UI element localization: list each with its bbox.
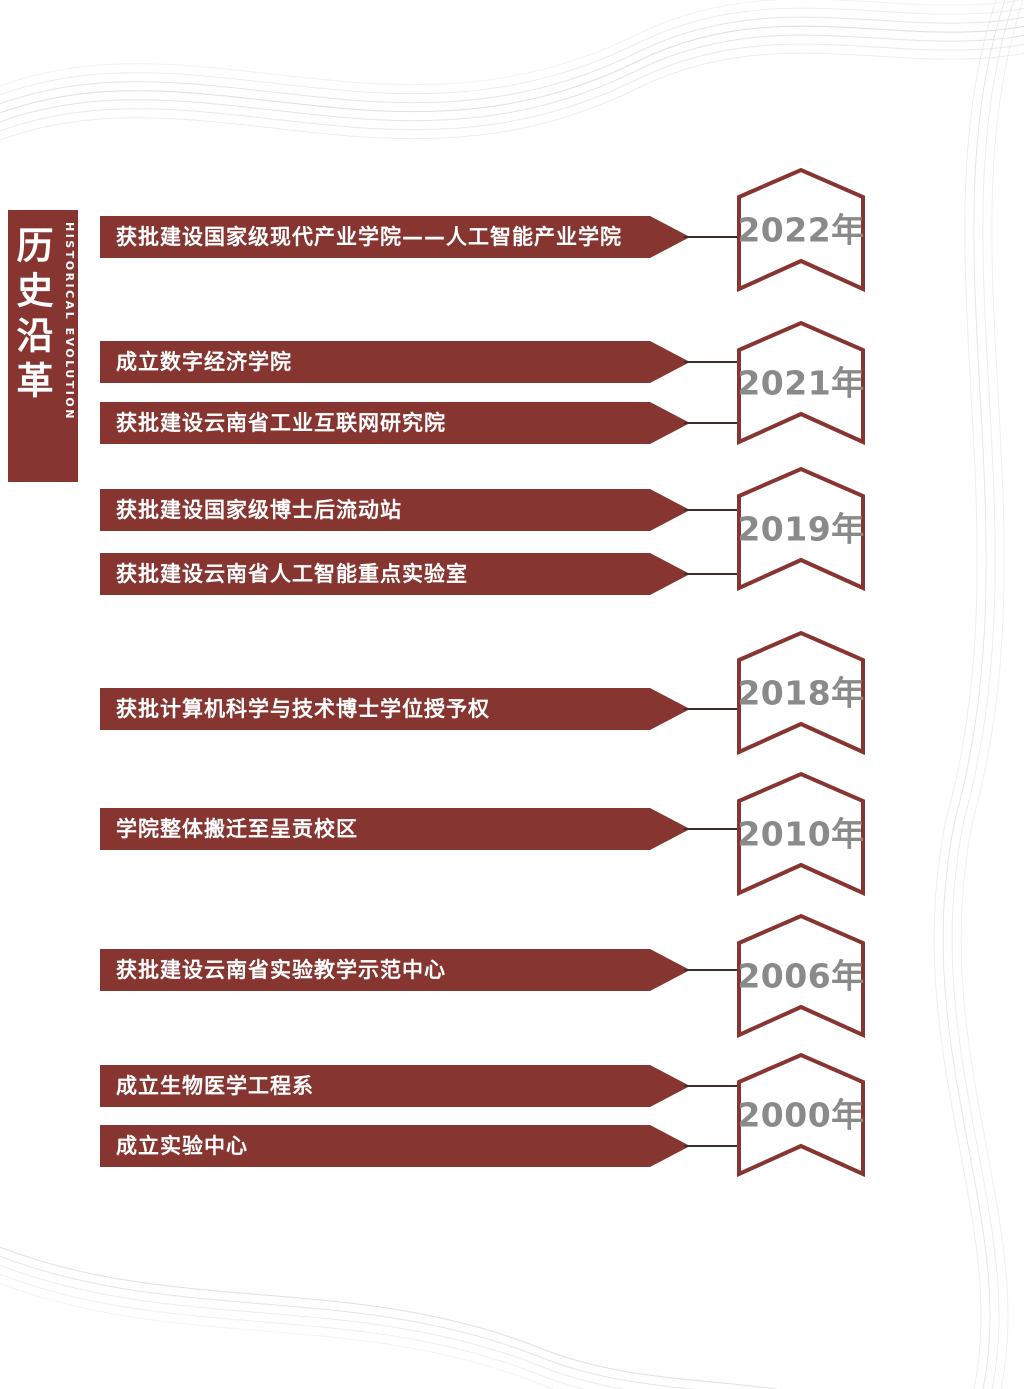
chevron-badge-shape bbox=[737, 771, 865, 896]
chevron-badge-shape bbox=[737, 913, 865, 1038]
event-banner: 成立实验中心 bbox=[100, 1125, 690, 1167]
event-banner: 获批建设云南省人工智能重点实验室 bbox=[100, 553, 690, 595]
event-label: 获批建设云南省实验教学示范中心 bbox=[116, 958, 446, 982]
year-badge: 2010年 bbox=[737, 771, 865, 896]
event-label: 学院整体搬迁至呈贡校区 bbox=[116, 817, 358, 841]
year-badge: 2006年 bbox=[737, 913, 865, 1038]
event-banner: 获批计算机科学与技术博士学位授予权 bbox=[100, 688, 690, 730]
connector-line bbox=[684, 969, 740, 971]
event-banner: 获批建设云南省实验教学示范中心 bbox=[100, 949, 690, 991]
year-label: 2018年 bbox=[737, 673, 865, 713]
section-title-banner: 历史沿革 HISTORICAL EVOLUTION bbox=[8, 210, 78, 482]
year-badge: 2019年 bbox=[737, 466, 865, 591]
event-label: 获批建设云南省工业互联网研究院 bbox=[116, 411, 446, 435]
chevron-badge-shape bbox=[737, 1052, 865, 1177]
year-label: 2010年 bbox=[737, 814, 865, 854]
year-badge: 2021年 bbox=[737, 320, 865, 445]
event-label: 成立生物医学工程系 bbox=[116, 1074, 314, 1098]
event-banner: 获批建设国家级现代产业学院——人工智能产业学院 bbox=[100, 216, 690, 258]
event-label: 成立实验中心 bbox=[116, 1134, 248, 1158]
year-label: 2021年 bbox=[737, 363, 865, 403]
connector-line bbox=[684, 1085, 740, 1087]
year-badge: 2022年 bbox=[737, 167, 865, 292]
chevron-badge-shape bbox=[737, 466, 865, 591]
connector-line bbox=[684, 828, 740, 830]
event-label: 成立数字经济学院 bbox=[116, 350, 292, 374]
year-label: 2022年 bbox=[737, 210, 865, 250]
connector-line bbox=[684, 236, 740, 238]
event-label: 获批建设云南省人工智能重点实验室 bbox=[116, 562, 468, 586]
connector-line bbox=[684, 509, 740, 511]
event-banner: 成立生物医学工程系 bbox=[100, 1065, 690, 1107]
chevron-badge-shape bbox=[737, 630, 865, 755]
event-label: 获批建设国家级博士后流动站 bbox=[116, 498, 402, 522]
connector-line bbox=[684, 573, 740, 575]
year-label: 2000年 bbox=[737, 1095, 865, 1135]
year-badge: 2018年 bbox=[737, 630, 865, 755]
event-banner: 获批建设国家级博士后流动站 bbox=[100, 489, 690, 531]
event-banner: 获批建设云南省工业互联网研究院 bbox=[100, 402, 690, 444]
year-badge: 2000年 bbox=[737, 1052, 865, 1177]
section-title: 历史沿革 bbox=[10, 226, 53, 406]
chevron-badge-shape bbox=[737, 167, 865, 292]
year-label: 2006年 bbox=[737, 956, 865, 996]
section-subtitle: HISTORICAL EVOLUTION bbox=[63, 222, 76, 421]
connector-line bbox=[684, 708, 740, 710]
event-banner: 成立数字经济学院 bbox=[100, 341, 690, 383]
connector-line bbox=[684, 361, 740, 363]
chevron-badge-shape bbox=[737, 320, 865, 445]
connector-line bbox=[684, 422, 740, 424]
event-label: 获批建设国家级现代产业学院——人工智能产业学院 bbox=[116, 225, 622, 249]
event-label: 获批计算机科学与技术博士学位授予权 bbox=[116, 697, 490, 721]
year-label: 2019年 bbox=[737, 509, 865, 549]
event-banner: 学院整体搬迁至呈贡校区 bbox=[100, 808, 690, 850]
connector-line bbox=[684, 1145, 740, 1147]
